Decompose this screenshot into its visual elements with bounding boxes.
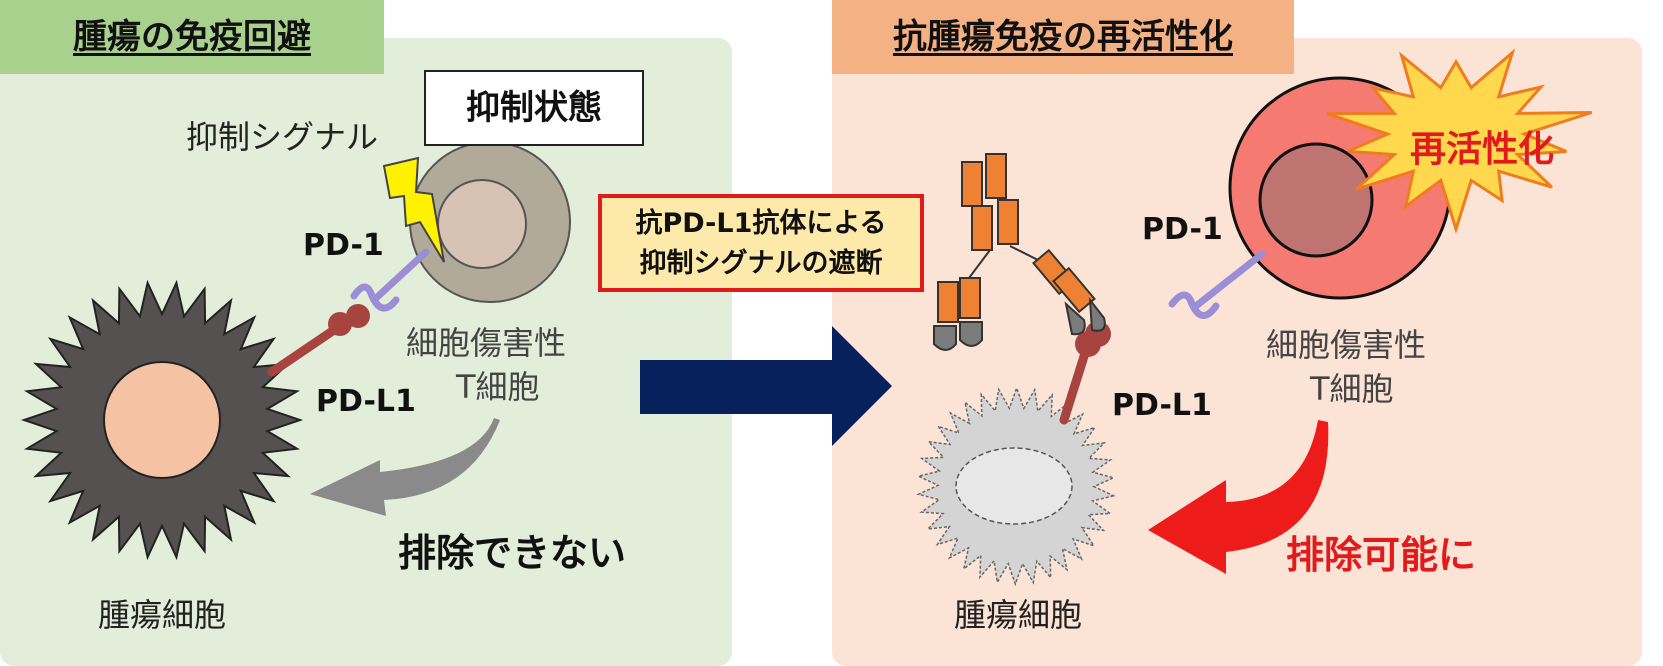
cannot-eliminate-label: 排除できない xyxy=(398,531,627,575)
lightning-icon xyxy=(382,156,445,263)
title-reactivation: 抗腫瘍免疫の再活性化 xyxy=(832,0,1294,74)
explosion-icon xyxy=(1326,48,1593,235)
tumor-label-right: 腫瘍細胞 xyxy=(954,596,1083,634)
tumor-label-left: 腫瘍細胞 xyxy=(98,596,227,634)
title-immune-evasion: 腫瘍の免疫回避 xyxy=(0,0,384,74)
pdl1-ligand-right xyxy=(1059,321,1111,425)
tcell-label-right-line1: 細胞傷害性 xyxy=(1266,326,1427,364)
inhibitory-signal-label: 抑制シグナル xyxy=(186,118,379,156)
tumor-nucleus-right xyxy=(955,447,1073,525)
tcell-label-right-line2: T細胞 xyxy=(1310,370,1394,408)
tumor-nucleus-left xyxy=(103,361,221,479)
pdl1-label-left: PD-L1 xyxy=(316,384,416,419)
pd1-label-right: PD-1 xyxy=(1142,212,1223,247)
tcell-label-left-line1: 細胞傷害性 xyxy=(406,324,567,362)
antibody-icon xyxy=(933,153,1106,351)
reactivation-burst-label: 再活性化 xyxy=(1410,129,1555,170)
tcell-label-left-line2: T細胞 xyxy=(456,368,540,406)
transition-arrow xyxy=(640,326,892,446)
pd1-label-left: PD-1 xyxy=(303,228,384,263)
pdl1-ligand-left xyxy=(267,304,370,377)
blockade-caption-line2: 抑制シグナルの遮断 xyxy=(639,248,883,279)
pd1-receptor-left xyxy=(350,248,430,312)
inhibited-state-box: 抑制状態 xyxy=(424,70,644,146)
blockade-caption-line1: 抗PD-L1抗体による xyxy=(635,208,887,239)
pdl1-label-right: PD-L1 xyxy=(1112,388,1212,423)
can-eliminate-label: 排除可能に xyxy=(1286,533,1477,577)
arrow-cannot-eliminate xyxy=(310,418,500,516)
blockade-caption: 抗PD-L1抗体による 抑制シグナルの遮断 xyxy=(598,194,924,292)
pd1-receptor-right xyxy=(1168,250,1266,319)
arrow-can-eliminate xyxy=(1148,420,1329,574)
